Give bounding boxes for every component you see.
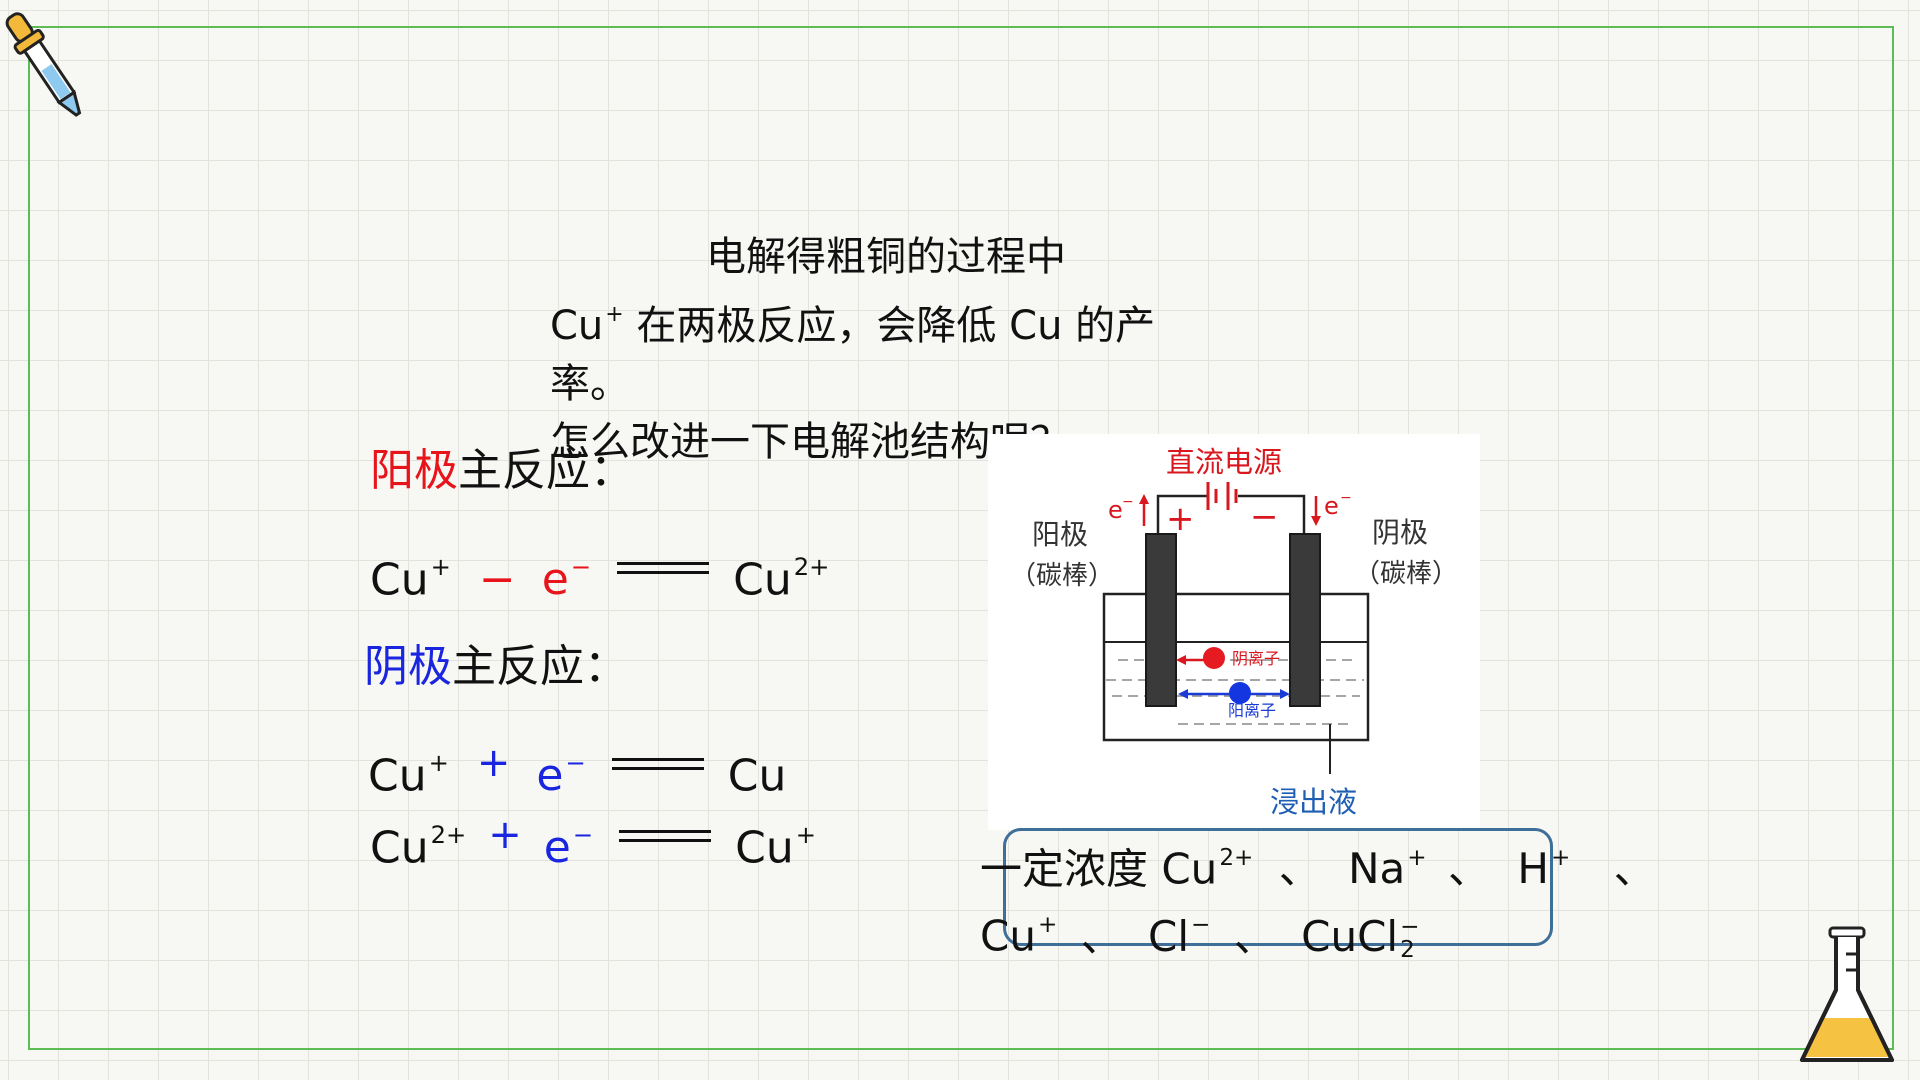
- anion-dot: [1203, 647, 1225, 669]
- svg-text:e: e: [1108, 496, 1123, 524]
- equals-sign: [611, 758, 704, 771]
- power-label: 直流电源: [1166, 445, 1282, 479]
- electrolysis-diagram: 直流电源 e − e − + − 阳极 （碳棒） 阴极 （碳棒）: [988, 434, 1480, 830]
- dropper-icon: [5, 12, 82, 117]
- intro-line-3: 率。: [550, 360, 630, 407]
- ion-list: 一定浓度 Cu2+ 、 Na+ 、 H+ 、 Cu+ 、 Cl− 、 CuCl−…: [980, 844, 1656, 964]
- minus-operator: −: [478, 554, 516, 606]
- cation-dot: [1229, 682, 1251, 704]
- anode-reaction: Cu+ − e− Cu2+: [370, 553, 830, 606]
- svg-text:−: −: [1340, 490, 1352, 506]
- equals-sign: [619, 830, 712, 843]
- anion-label: 阴离子: [1232, 649, 1280, 668]
- cathode-reaction-2: Cu2+ + e− Cu+: [370, 812, 817, 874]
- flask-icon: [1800, 926, 1894, 1062]
- cathode-rod: [1289, 533, 1321, 707]
- intro-line-1: 电解得粗铜的过程中: [706, 234, 1066, 280]
- anode-rod: [1145, 533, 1177, 707]
- svg-text:−: −: [1122, 494, 1134, 510]
- solution-label: 浸出液: [1270, 785, 1357, 819]
- anode-label: 阳极: [1032, 518, 1088, 551]
- ion-list-box: [1003, 828, 1553, 946]
- slide-frame: [28, 26, 1894, 1050]
- cathode-heading: 阴极主反应：: [364, 641, 628, 692]
- intro-line-4: 怎么改进一下电解池结构呢？: [550, 418, 1070, 465]
- cathode-reaction-1: Cu+ + e− Cu: [368, 740, 787, 802]
- plus-sign: +: [1166, 499, 1195, 539]
- intro-text: 电解得粗铜的过程中 Cu+ 在两极反应，会降低 Cu 的产 率。 怎么改进一下电…: [550, 228, 1230, 471]
- anode-material: （碳棒）: [1010, 561, 1114, 591]
- minus-sign: −: [1250, 497, 1279, 537]
- anode-heading: 阳极主反应：: [370, 445, 634, 496]
- cathode-material: （碳棒）: [1354, 559, 1458, 589]
- cathode-label: 阴极: [1372, 516, 1428, 549]
- svg-text:e: e: [1324, 492, 1339, 520]
- equals-sign: [617, 562, 710, 575]
- cation-label: 阳离子: [1228, 701, 1276, 720]
- battery-icon: [1206, 482, 1238, 510]
- intro-line-2: Cu+ 在两极反应，会降低 Cu 的产: [550, 302, 1156, 349]
